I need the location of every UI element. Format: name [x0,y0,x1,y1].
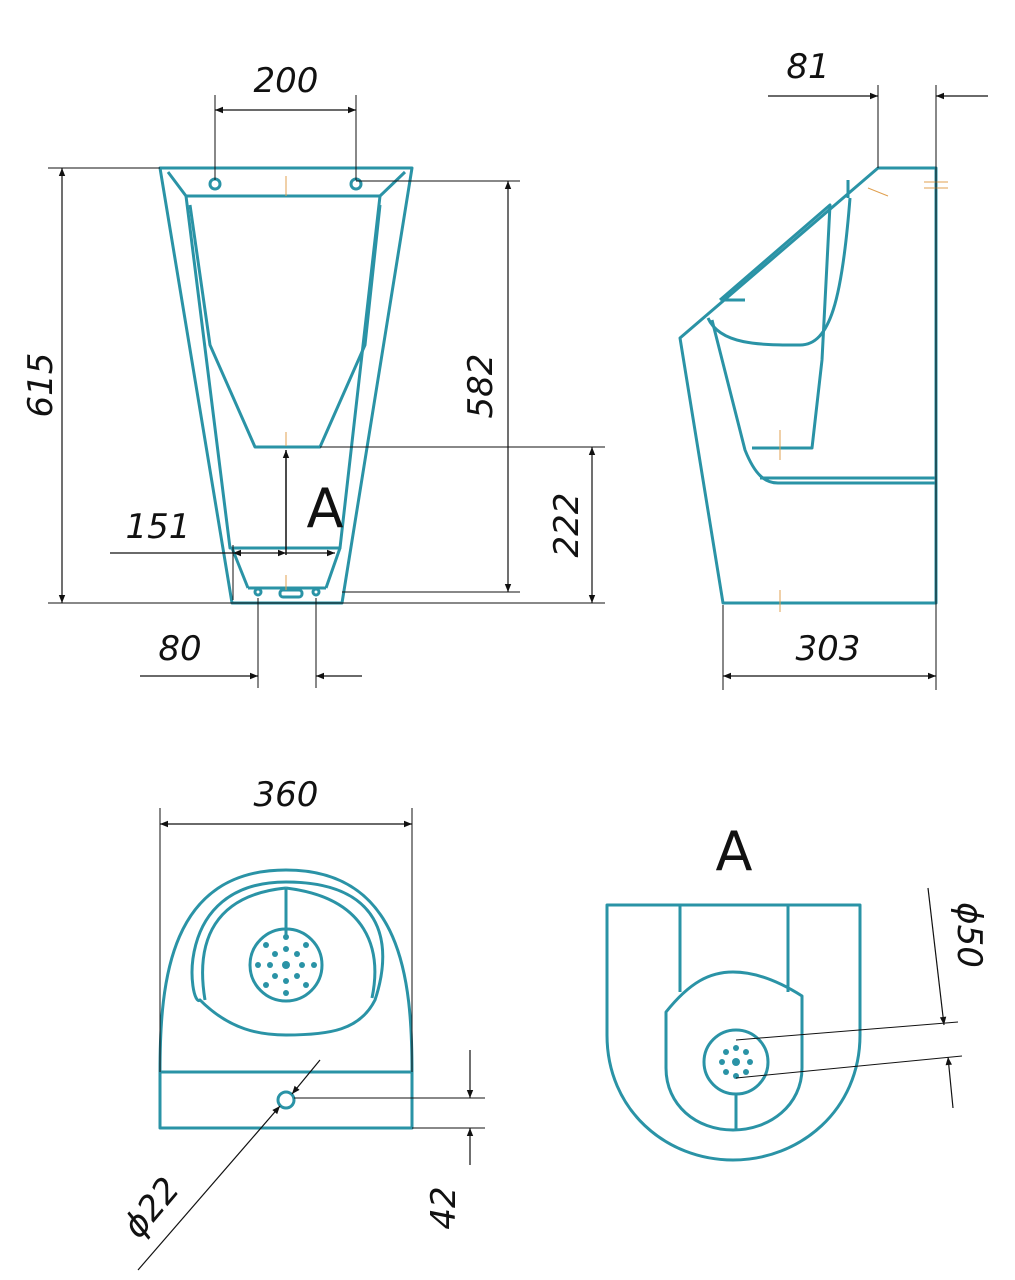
detail-view-title: A [716,820,753,883]
detail-view-a: A ϕ50 [605,820,989,1162]
side-view-extension-lines [722,85,937,690]
dim-label-phi50: ϕ50 [949,902,989,968]
detail-view-outline [605,903,862,1162]
detail-view-dimension-lines [927,887,954,1109]
top-view-drain-grate [255,934,317,996]
dim-label-42: 42 [424,1186,464,1229]
side-view-outline [678,166,938,605]
dim-label-200: 200 [254,61,319,101]
view-marker-label: A [307,477,344,540]
front-view-dimension-lines [58,106,596,680]
side-view: 81 303 [678,47,988,690]
dim-label-360: 360 [254,775,319,815]
detail-view-extension-lines [735,1021,963,1079]
side-view-dimension-lines [723,92,988,680]
dim-label-81: 81 [786,47,829,87]
dim-label-222: 222 [547,493,587,558]
dim-label-615: 615 [21,353,61,418]
dim-label-151: 151 [126,507,191,547]
dim-label-80: 80 [158,629,201,669]
side-view-centerlines [779,181,948,612]
dim-label-582: 582 [461,354,501,419]
front-view: 200 615 582 222 151 80 A [21,61,605,688]
top-view: 360 ϕ22 42 [115,775,485,1271]
front-view-extension-lines [48,95,605,688]
detail-view-drain-grate [719,1045,753,1079]
top-view-outline [158,868,414,1130]
dim-label-303: 303 [796,629,861,669]
dim-label-phi22: ϕ22 [115,1170,188,1246]
top-view-dimension-lines [137,820,474,1271]
